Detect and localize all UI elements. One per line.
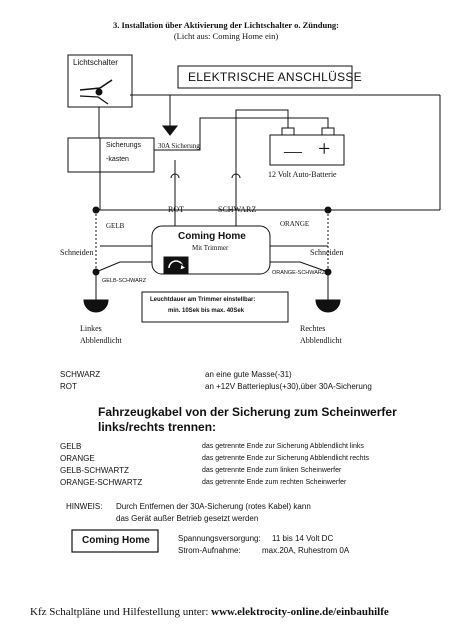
trimmer-icon xyxy=(163,256,189,274)
table-row-wire: ORANGE-SCHWARTZ xyxy=(60,478,143,487)
orange-schwarz-label: ORANGE-SCHWARZ xyxy=(272,270,326,276)
footer: Kfz Schaltpläne und Hilfestellung unter:… xyxy=(30,606,389,618)
battery-minus-wire xyxy=(235,109,289,190)
battery-box xyxy=(269,134,345,166)
switch-label: Lichtschalter xyxy=(73,58,118,67)
left-lamp-icon xyxy=(83,299,109,313)
spec-box xyxy=(71,529,159,553)
gelb-label: GELB xyxy=(106,222,125,230)
table-row-text: das getrennte Ende zur Sicherung Abblend… xyxy=(202,443,364,450)
device-title: Coming Home xyxy=(178,231,246,242)
cut-right-label: Schneiden xyxy=(310,248,344,257)
coming-home-device xyxy=(151,225,271,275)
orange-label: ORANGE xyxy=(280,220,310,228)
lamp-left-label-2: Abblendlicht xyxy=(80,336,122,345)
cut-left-label: Schneiden xyxy=(60,248,94,257)
page-title: 3. Installation über Aktivierung der Lic… xyxy=(113,20,339,30)
spec-row1-label: Spannungsversorgung: xyxy=(178,534,261,543)
switch-knob-icon xyxy=(95,88,103,96)
lamp-left-label-1: Linkes xyxy=(80,324,102,333)
hint-line-2: das Gerät außer Betrieb gesetzt werden xyxy=(116,514,259,523)
battery-plus: + xyxy=(318,136,331,161)
fuse-label: 30A Sicherung xyxy=(158,142,200,150)
table-row-text: das getrennte Ende zum rechten Scheinwer… xyxy=(202,479,347,486)
panel-title: ELEKTRISCHE ANSCHLÜSSE xyxy=(188,70,362,84)
battery-minus: — xyxy=(284,141,302,161)
note-line-1: Leuchtdauer am Trimmer einstellbar: xyxy=(150,297,256,303)
power-text-1: an eine gute Masse(-31) xyxy=(205,370,292,379)
rot-label: ROT xyxy=(168,205,184,214)
right-lamp-icon xyxy=(315,299,341,313)
note-box xyxy=(141,291,289,323)
power-text-2: an +12V Batterieplus(+30),über 30A-Siche… xyxy=(205,382,372,391)
spec-row1-value: 11 bis 14 Volt DC xyxy=(272,534,334,543)
battery-label: 12 Volt Auto-Batterie xyxy=(268,170,337,179)
hint-label: HINWEIS: xyxy=(66,502,103,511)
table-row-wire: ORANGE xyxy=(60,454,95,463)
spec-box-label: Coming Home xyxy=(82,535,150,546)
footer-text: Kfz Schaltpläne und Hilfestellung unter: xyxy=(30,606,209,618)
page-subtitle: (Licht aus: Coming Home ein) xyxy=(173,31,279,41)
lamp-right-label-2: Abblendlicht xyxy=(300,336,342,345)
switch-wire-icon xyxy=(79,95,109,105)
power-wire-1: SCHWARZ xyxy=(60,370,101,379)
fuse-arrow-icon xyxy=(161,125,179,136)
hint-line-1: Durch Entfernen der 30A-Sicherung (rotes… xyxy=(116,502,311,511)
lamp-right-label-1: Rechtes xyxy=(300,324,326,333)
footer-link[interactable]: www.elektrocity-online.de/einbauhilfe xyxy=(211,606,389,618)
note-line-2: min. 10Sek bis max. 40Sek xyxy=(168,308,245,314)
schwarz-label: SCHWARZ xyxy=(218,205,257,214)
orange-schwarz-wire xyxy=(270,261,329,273)
battery-plus-wire xyxy=(154,117,329,151)
panel-title-box xyxy=(177,65,353,89)
table-row-text: das getrennte Ende zur Sicherung Abblend… xyxy=(202,455,369,462)
spec-row2-value: max.20A, Ruhestrom 0A xyxy=(262,546,350,555)
device-subtitle: Mit Trimmer xyxy=(192,244,229,252)
table-row-wire: GELB-SCHWARTZ xyxy=(60,466,129,475)
fuse-box-label-2: -kasten xyxy=(106,156,129,163)
gelb-schwarz-label: GELB-SCHWARZ xyxy=(102,278,147,284)
light-switch-box xyxy=(67,54,133,108)
fuse-box-label-1: Sicherungs xyxy=(106,142,142,149)
gelb-schwarz-wire xyxy=(95,261,152,273)
fuse-box xyxy=(67,137,155,173)
spec-row2-label: Strom-Aufnahme: xyxy=(178,546,241,555)
section-heading-1: Fahrzeugkabel von der Sicherung zum Sche… xyxy=(98,405,397,419)
table-row-text: das getrennte Ende zum linken Scheinwerf… xyxy=(202,467,342,474)
section-heading-2: links/rechts trennen: xyxy=(98,420,217,434)
power-wire-2: ROT xyxy=(60,382,77,391)
switch-lever-icon xyxy=(79,79,113,91)
table-row-wire: GELB xyxy=(60,442,82,451)
